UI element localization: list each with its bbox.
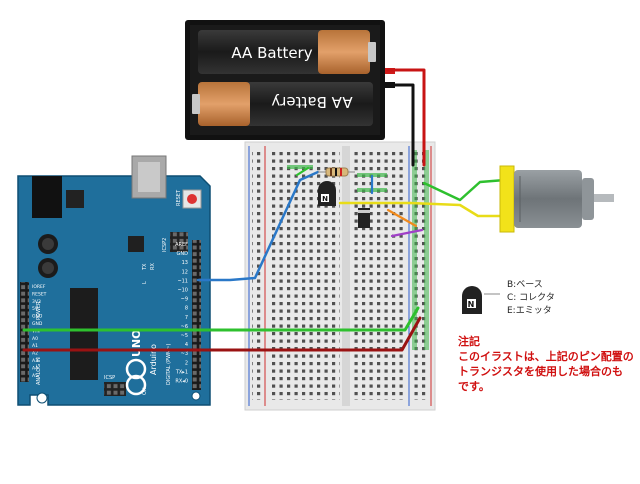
transistor-on-board: N [318,181,336,206]
digital-pin-labels: AREF GND 13 12 ~11 ~10 ~9 8 7 ~6 ~5 4 ~3 2TX▸1RX◂0 [175,242,188,385]
wires [22,68,507,352]
power-jack [32,176,62,218]
voltage-regulator [66,190,84,208]
tx-label: TX [142,263,148,271]
digital-pin-label: 2 [185,360,188,366]
battery-pack: AA Battery AA Battery [185,20,395,140]
power-pin-label: A1 [32,343,38,349]
on-label: ON [142,387,148,395]
wire-battery-negative [386,83,415,167]
battery-terminal [368,42,376,62]
resistor [318,167,355,177]
terminal-strip-right [352,150,404,400]
digital-pin-label: 8 [185,306,188,312]
power-pin-label: 3V3 [32,299,41,305]
digital-pin-label: ~11 [177,278,188,284]
digital-pin-label: ~5 [181,333,188,339]
transistor-pin-legend: B:ベース C: コレクタ E:エミッタ [507,279,555,318]
logo-infinity-right [125,358,147,380]
motor-body [514,170,582,228]
digital-pin-label: ~6 [181,324,188,330]
digital-pin-label: 7 [185,315,188,321]
breadboard [244,141,436,411]
diode [358,208,370,228]
power-pin-label: IOREF [32,284,46,290]
power-pin-label: A3 [32,358,38,364]
l-label: L [142,281,148,284]
legend-collector: C: コレクタ [507,293,555,303]
digital-pin-label: 4 [185,342,188,348]
jumper-purple [390,228,424,238]
reset-button-cap[interactable] [187,194,197,204]
jumper-green [295,166,310,177]
wire-gnd [22,306,420,332]
battery-cell-bottom: AA Battery [192,82,373,126]
wire-vin [22,316,422,352]
logo-infinity-left [125,374,147,396]
power-pin-label: A5 [32,373,38,379]
note-box: 注記 このイラストは、上記のピン配置の トランジスタを使用した場合のも です。 [458,334,640,394]
arduino-board [17,175,211,406]
note-line-1: このイラストは、上記のピン配置の [458,350,634,363]
dc-motor [499,165,614,233]
power-pin-label: A4 [32,365,38,371]
svg-text:N: N [468,300,475,309]
power-pin-label: GND [32,321,43,327]
analog-label: ANALOG IN [36,357,42,385]
rx-label: RX [150,263,156,270]
arduino-uno: RESET ICSP2 ICSP UNO Arduino DIGITAL (PW… [17,155,211,406]
wire-motor-green [422,178,507,202]
note-line-2: トランジスタを使用した場合のも [458,365,623,378]
icsp2-label: ICSP2 [162,238,168,252]
digital-pin-label: 12 [182,269,188,275]
battery-label-bottom: AA Battery [271,93,352,111]
battery-terminal [192,94,200,114]
usb-chip [128,236,144,252]
note-line-3: です。 [458,380,490,393]
digital-pin-label: ~10 [177,288,188,294]
wire-battery-positive [386,68,426,167]
power-label: POWER [36,301,42,320]
digital-pin-label: 13 [182,260,188,266]
atmega-chip [70,288,98,380]
reset-label: RESET [176,189,182,206]
battery-label-top: AA Battery [231,44,312,62]
digital-label: DIGITAL (PWM~) [166,343,172,385]
jumper-orange [386,208,418,228]
digital-pin-label: TX▸1 [175,369,188,375]
digital-pin-label: ~9 [181,297,188,303]
motor-end-cap [499,165,515,233]
power-pin-label: A2 [32,351,38,357]
battery-cell-top: AA Battery [198,30,376,74]
power-pin-label: A0 [32,336,38,342]
logo-uno-text: UNO [130,330,143,358]
legend-emitter: E:エミッタ [507,306,552,316]
digital-pin-label: ~3 [181,351,188,357]
wire-motor-yellow [408,201,507,218]
motor-shaft [594,194,614,202]
power-pin-label: 5V [32,306,39,312]
logo-arduino-text: Arduino [149,344,158,375]
power-pin-label: GND [32,314,43,320]
digital-pin-label: AREF [175,242,188,248]
legend-base: B:ベース [507,280,543,290]
digital-pin-label: RX◂0 [175,379,188,385]
note-title: 注記 [458,335,480,348]
icsp-label: ICSP [104,375,115,381]
digital-pin-label: GND [177,251,189,257]
mounting-hole [191,391,201,401]
power-pin-label: RESET [32,291,47,297]
wire-pin13 [196,170,320,282]
mounting-hole [36,392,48,404]
center-channel [342,146,350,406]
transistor-legend-icon: N [462,286,500,314]
svg-text:N: N [322,195,328,203]
